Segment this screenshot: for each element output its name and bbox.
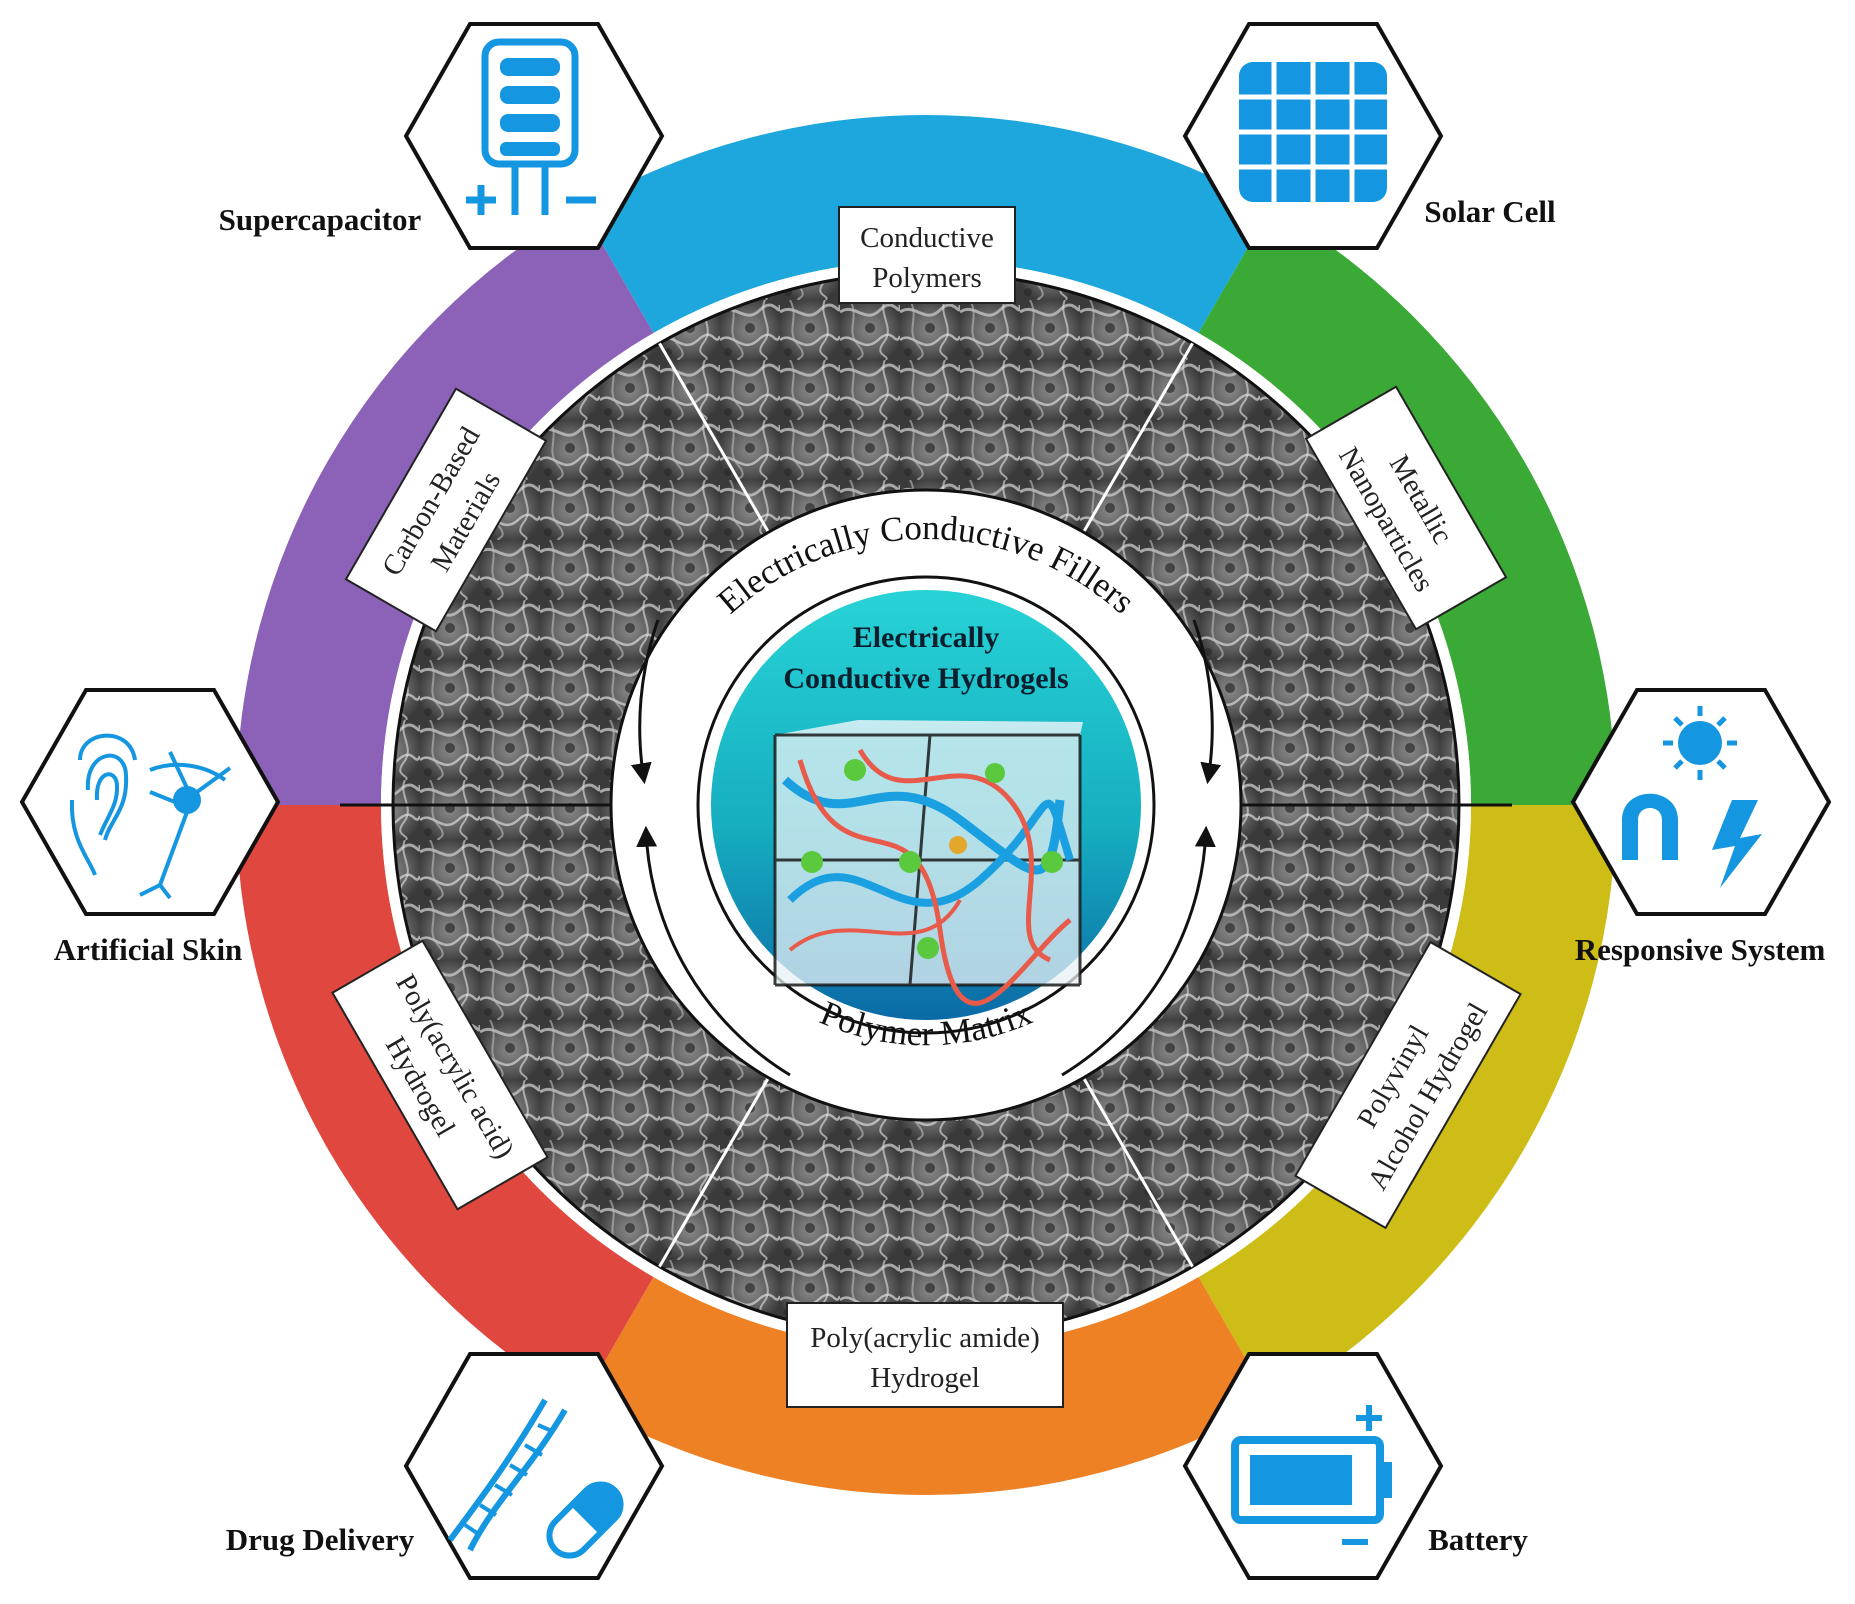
application-supercapacitor: Supercapacitor [219, 22, 665, 250]
segment-label-conductive-polymers-2: Polymers [872, 262, 982, 294]
application-label-supercapacitor: Supercapacitor [219, 202, 422, 237]
segment-divider-3 [658, 1077, 770, 1268]
application-artificial-skin: Artificial Skin [19, 688, 281, 967]
arrow-top-right [1192, 619, 1222, 785]
dna-capsule-icon [447, 1398, 624, 1559]
solar-panel-icon [1239, 62, 1387, 202]
segment-divider-0 [658, 342, 770, 533]
arrow-bottom-left [636, 825, 791, 1077]
segment-label-paam-1: Poly(acrylic amide) [810, 1322, 1040, 1354]
application-battery: Battery [1182, 1352, 1528, 1580]
segment-dividers [658, 342, 1194, 1268]
arrow-bottom-right [1061, 825, 1216, 1077]
center-title-line1: Electrically [853, 621, 1000, 654]
segment-divider-1 [1082, 342, 1194, 533]
segment-label-conductive-polymers-1: Conductive [860, 222, 994, 254]
application-responsive-system: Responsive System [1570, 688, 1832, 967]
center-title-line2: Conductive Hydrogels [783, 662, 1068, 695]
segment-label-paam-2: Hydrogel [870, 1362, 980, 1394]
supercapacitor-icon [466, 38, 596, 215]
application-label-drug-delivery: Drug Delivery [226, 1522, 415, 1557]
application-solar-cell: Solar Cell [1182, 22, 1556, 250]
hydrogel-cube-icon [773, 720, 1083, 1006]
fingerprint-neuron-icon [69, 733, 232, 900]
application-label-battery: Battery [1428, 1522, 1528, 1557]
battery-icon [1231, 1405, 1392, 1545]
application-drug-delivery: Drug Delivery [226, 1352, 665, 1580]
sun-magnet-lightning-icon [1622, 706, 1762, 888]
segment-box-poly-acrylic-amide: Poly(acrylic amide) Hydrogel [786, 1302, 1064, 1408]
application-label-solar-cell: Solar Cell [1424, 194, 1556, 229]
arrow-top-left [630, 619, 660, 785]
application-label-artificial-skin: Artificial Skin [54, 932, 243, 967]
application-label-responsive-system: Responsive System [1575, 932, 1826, 967]
segment-divider-2 [1082, 1077, 1194, 1268]
segment-box-conductive-polymers: Conductive Polymers [838, 206, 1016, 304]
